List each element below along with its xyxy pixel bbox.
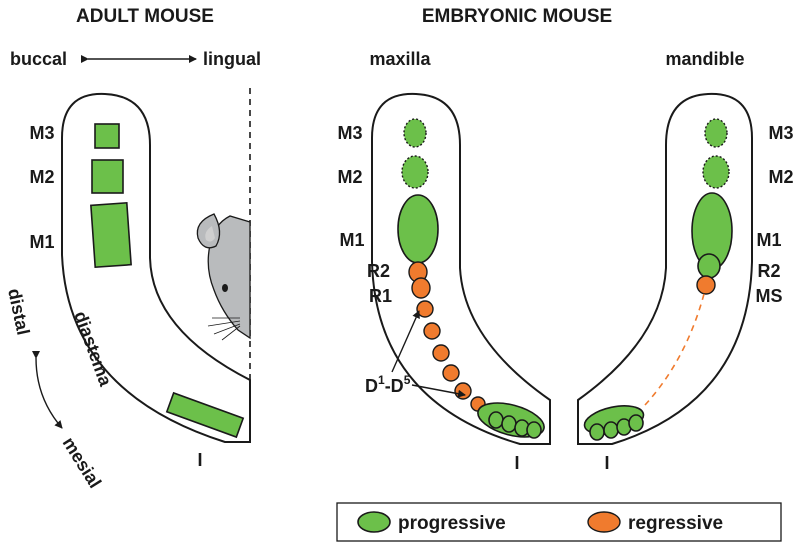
maxilla-title: maxilla — [369, 49, 431, 69]
maxilla-d-bud — [423, 322, 441, 340]
legend-regressive-label: regressive — [628, 513, 723, 534]
maxilla-m2-bud — [401, 155, 429, 189]
legend-progressive-label: progressive — [398, 513, 506, 534]
d-sup-5: 5 — [404, 373, 411, 387]
mandible-incisor-label: I — [604, 453, 609, 473]
mandible-outline — [577, 92, 753, 445]
maxilla-d-bud — [416, 300, 434, 318]
mandible-incisor-bud — [583, 405, 645, 441]
mesial-label: mesial — [59, 434, 106, 492]
mandible-m1-label: M1 — [756, 230, 781, 250]
maxilla-r1-bud — [411, 277, 431, 299]
distal-label: distal — [4, 287, 33, 337]
distal-mesial-arrow — [31, 350, 63, 429]
adult-m3-label: M3 — [29, 123, 54, 143]
adult-m3-tooth — [94, 123, 120, 149]
adult-m2-label: M2 — [29, 167, 54, 187]
mandible-r2-label: R2 — [757, 261, 780, 281]
maxilla-m3-bud — [403, 118, 427, 148]
maxilla-m3-label: M3 — [337, 123, 362, 143]
mandible-title: mandible — [665, 49, 744, 69]
maxilla-d-bud — [432, 344, 450, 362]
d5-arrow — [411, 384, 466, 398]
legend-box — [336, 502, 782, 542]
d-base: D — [365, 376, 378, 396]
adult-m1-tooth — [90, 201, 132, 269]
maxilla-r2-label: R2 — [367, 261, 390, 281]
mandible-m3-bud — [704, 118, 728, 148]
legend: progressive regressive — [336, 502, 782, 542]
mandible-regressed-path — [644, 293, 705, 406]
mandible-ms-bud — [696, 275, 716, 295]
maxilla-r1-label: R1 — [369, 286, 392, 306]
embryonic-title: EMBRYONIC MOUSE — [422, 6, 612, 27]
maxilla-m1-label: M1 — [339, 230, 364, 250]
mandible-m1-bud — [691, 192, 733, 279]
lingual-label: lingual — [203, 49, 261, 69]
d-sup-1: 1 — [378, 373, 385, 387]
adult-title: ADULT MOUSE — [76, 6, 214, 27]
mandible-m2-label: M2 — [768, 167, 793, 187]
mandible-ms-label: MS — [756, 286, 783, 306]
mouse-eye — [222, 284, 228, 292]
maxilla-incisor-label: I — [514, 453, 519, 473]
maxilla-d-bud — [454, 382, 472, 400]
maxilla-m2-label: M2 — [337, 167, 362, 187]
legend-progressive-swatch — [357, 511, 391, 533]
adult-incisor-label: I — [197, 450, 202, 470]
mouse-head-illustration — [196, 213, 251, 341]
adult-incisor — [165, 391, 245, 439]
mandible-m3-label: M3 — [768, 123, 793, 143]
legend-regressive-swatch — [587, 511, 621, 533]
buccal-label: buccal — [10, 49, 67, 69]
mandible-m2-bud — [702, 155, 730, 189]
d1-arrow — [391, 310, 420, 373]
maxilla-incisor-bud — [477, 402, 545, 439]
d-dash: -D — [385, 376, 404, 396]
adult-m2-tooth — [91, 159, 124, 194]
dental-vestige-label: D1-D5 — [365, 373, 411, 396]
adult-m1-label: M1 — [29, 232, 54, 252]
maxilla-m1-bud — [397, 194, 439, 264]
maxilla-d-bud — [442, 364, 460, 382]
